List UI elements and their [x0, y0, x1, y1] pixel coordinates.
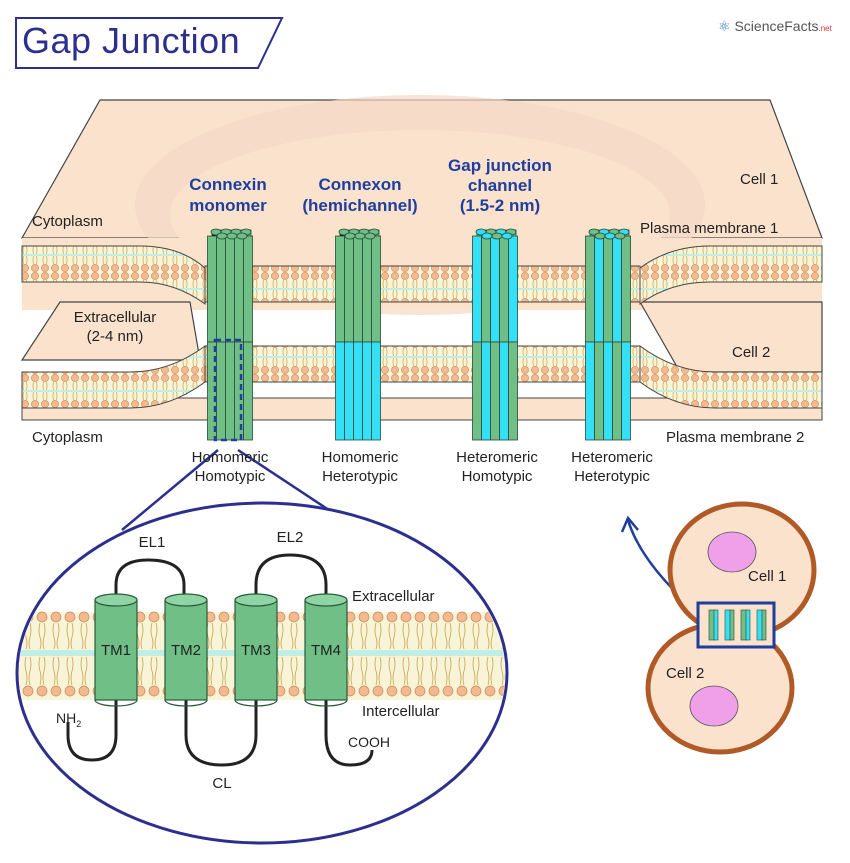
monomer-selection-box [213, 338, 243, 442]
channel-homomeric-homotypic [207, 228, 253, 441]
type-3-line2: Homotypic [462, 468, 533, 485]
type-4-line1: Heteromeric [571, 449, 653, 466]
label-extracellular: Extracellular [74, 309, 157, 326]
title-frame [15, 17, 284, 69]
channel-heteromeric-homotypic [472, 228, 518, 441]
label-layer: Cell 1 Cell 2 Cytoplasm Cytoplasm Extrac… [32, 156, 804, 792]
label-nh2: NH2 [56, 710, 81, 729]
heading-connexin-2: monomer [189, 196, 267, 215]
label-cl: CL [212, 775, 231, 792]
inset-label-cell1: Cell 1 [748, 568, 786, 585]
zoom-lines [121, 448, 339, 531]
tm-label: TM4 [311, 642, 341, 659]
tm-label: TM3 [241, 642, 271, 659]
transmembrane-helix: TM2 [164, 593, 208, 707]
label-cytoplasm-top: Cytoplasm [32, 213, 103, 230]
transmembrane-helix: TM4 [304, 593, 348, 707]
type-4-line2: Heterotypic [574, 468, 650, 485]
atom-icon: ⚛ [718, 18, 731, 34]
label-el2: EL2 [277, 529, 304, 546]
inset-label-cell2: Cell 2 [666, 665, 704, 682]
plasma-membrane-1 [21, 245, 823, 305]
label-cell2: Cell 2 [732, 344, 770, 361]
logo-suffix: .net [818, 24, 832, 33]
page-title: Gap Junction [22, 20, 241, 61]
channel-homomeric-heterotypic [335, 228, 381, 441]
type-3-line1: Heteromeric [456, 449, 538, 466]
label-cytoplasm-bottom: Cytoplasm [32, 429, 103, 446]
heading-channel-3: (1.5-2 nm) [460, 196, 540, 215]
transmembrane-helix: TM1 [94, 593, 138, 707]
connexin-detail: TM1 TM2 TM3 TM4 [15, 501, 509, 845]
mini-channel [713, 609, 719, 641]
type-2-line1: Homomeric [322, 449, 399, 466]
label-cell1: Cell 1 [740, 171, 778, 188]
mini-channel [729, 609, 735, 641]
tm-label: TM1 [101, 642, 131, 659]
heading-connexon-2: (hemichannel) [302, 196, 417, 215]
heading-channel-1: Gap junction [448, 156, 552, 175]
heading-channel-2: channel [468, 176, 532, 195]
label-plasma-membrane-2: Plasma membrane 2 [666, 429, 804, 446]
channel-group [207, 228, 631, 441]
label-detail-intercellular: Intercellular [362, 703, 440, 720]
channel-heteromeric-heterotypic [585, 228, 631, 441]
label-detail-extracellular: Extracellular [352, 588, 435, 605]
transmembrane-helix: TM3 [234, 593, 278, 707]
site-logo: ⚛ ScienceFacts.net [718, 18, 832, 35]
label-plasma-membrane-1: Plasma membrane 1 [640, 220, 778, 237]
type-1-line1: Homomeric [192, 449, 269, 466]
arrow-up-icon [620, 515, 639, 533]
logo-text: ScienceFacts [734, 18, 819, 34]
tm-label: TM2 [171, 642, 201, 659]
label-extracellular-size: (2-4 nm) [87, 328, 144, 345]
label-el1: EL1 [139, 534, 166, 551]
type-2-line2: Heterotypic [322, 468, 398, 485]
plasma-membrane-2 [21, 345, 823, 409]
cell-pair-inset [620, 501, 817, 755]
mini-channel [761, 609, 767, 641]
heading-connexon-1: Connexon [318, 175, 401, 194]
heading-connexin-1: Connexin [189, 175, 266, 194]
label-cooh: COOH [348, 734, 390, 750]
type-1-line2: Homotypic [195, 468, 266, 485]
mini-channel [745, 609, 751, 641]
